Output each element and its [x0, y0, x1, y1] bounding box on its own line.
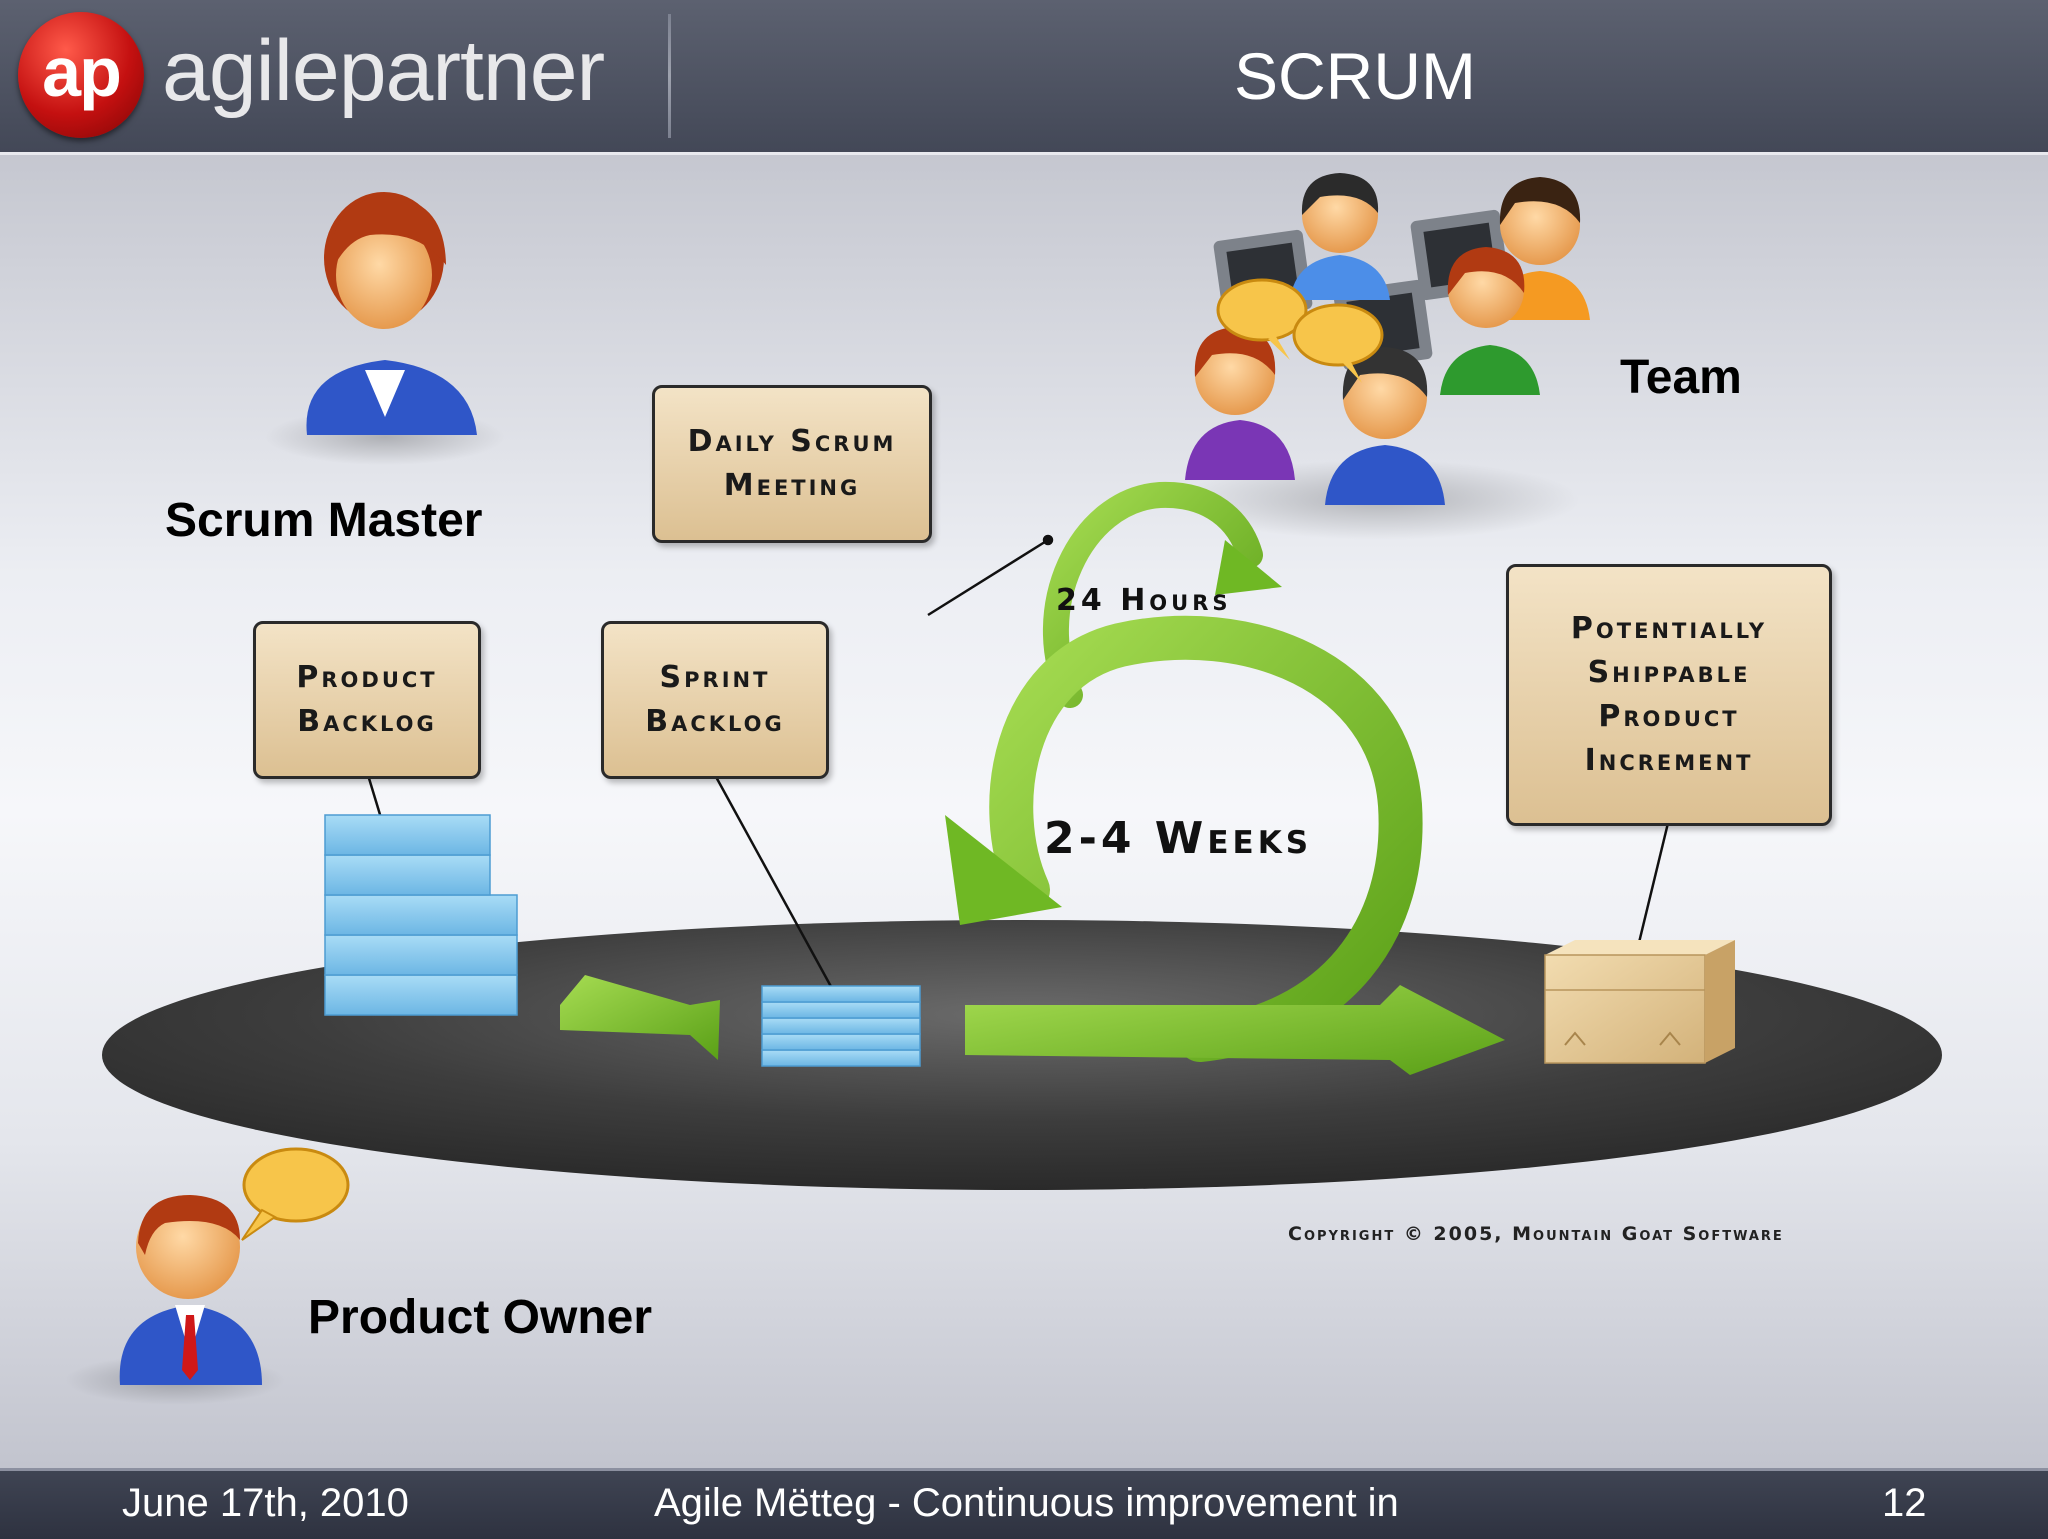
footer-event-title: Agile Mëtteg - Continuous improvement in — [654, 1481, 1399, 1525]
agilepartner-logo-icon: ap — [18, 12, 144, 138]
increment-card: Potentially Shippable Product Increment — [1506, 564, 1832, 826]
footer-bar: June 17th, 2010 Agile Mëtteg - Continuou… — [0, 1468, 2048, 1539]
increment-card-text: Potentially Shippable Product Increment — [1570, 611, 1768, 778]
slide-title: SCRUM — [1234, 39, 1476, 113]
page-number: 12 — [1882, 1481, 1927, 1525]
product-owner-avatar-icon — [65, 1147, 350, 1405]
product-backlog-stack-icon — [324, 814, 518, 1016]
connector-daily-scrum — [927, 538, 1049, 617]
footer-date: June 17th, 2010 — [122, 1481, 409, 1525]
sprint-cycle-label: 2-4 Weeks — [1044, 813, 1313, 864]
connector-increment — [1634, 822, 1670, 956]
shippable-product-box-icon — [1544, 940, 1735, 1064]
scrum-diagram — [65, 173, 1942, 1405]
logo-mark-text: ap — [42, 33, 122, 111]
header-bar: ap agilepartner SCRUM — [0, 0, 2048, 155]
team-label: Team — [1620, 351, 1742, 404]
product-owner-label: Product Owner — [308, 1291, 653, 1344]
logo-wordmark: agilepartner — [162, 23, 605, 119]
daily-scrum-card-text: Daily Scrum Meeting — [687, 424, 897, 503]
sprint-backlog-card: Sprint Backlog — [601, 621, 829, 779]
sprint-cycle-arrow-icon — [945, 615, 1505, 1075]
slide-content: Scrum Master Team Product Owner Daily Sc… — [0, 155, 2048, 1468]
sprint-backlog-card-text: Sprint Backlog — [645, 660, 785, 739]
product-backlog-card-text: Product Backlog — [296, 660, 438, 739]
connector-sprint-backlog — [713, 774, 842, 1004]
backlog-flow-arrow-icon — [560, 975, 720, 1060]
product-backlog-card: Product Backlog — [253, 621, 481, 779]
copyright-notice: Copyright © 2005, Mountain Goat Software — [1288, 1223, 1784, 1245]
scrum-master-label: Scrum Master — [165, 494, 483, 547]
scrum-master-avatar-icon — [265, 192, 505, 465]
daily-cycle-label: 24 Hours — [1056, 583, 1232, 618]
team-group-icon — [1180, 173, 1590, 540]
daily-scrum-card: Daily Scrum Meeting — [652, 385, 932, 543]
daily-cycle-arrow-icon — [1043, 481, 1282, 708]
sprint-backlog-stack-icon — [761, 985, 921, 1067]
header-divider — [668, 14, 671, 138]
